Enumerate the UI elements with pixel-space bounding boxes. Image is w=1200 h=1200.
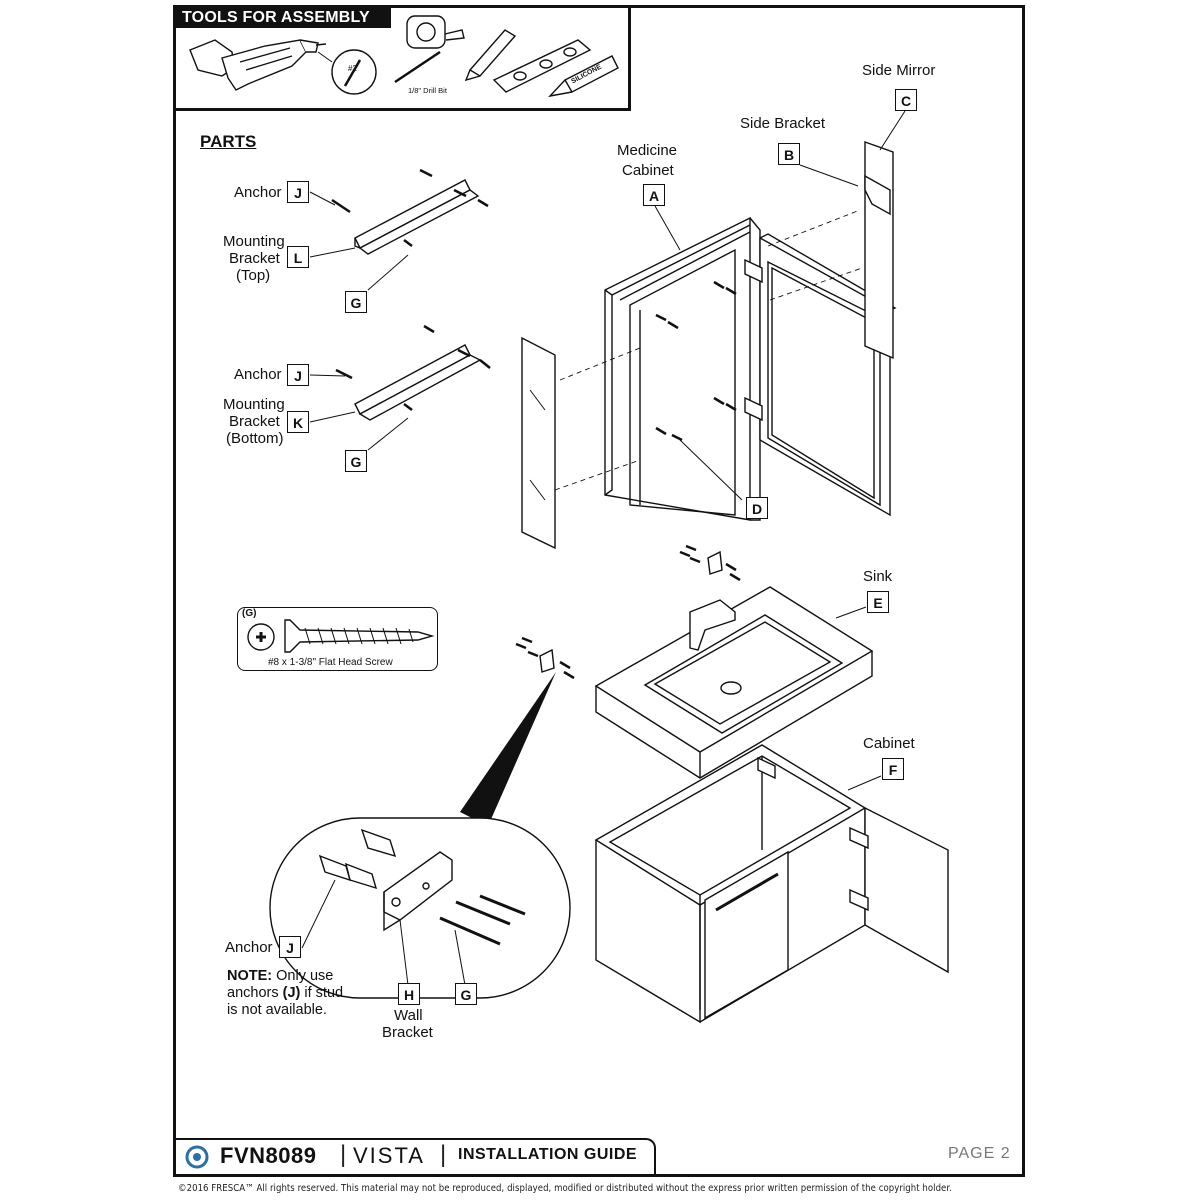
anchor-label-bottom: Anchor [234,366,282,383]
side-bracket-label: Side Bracket [740,115,826,132]
part-f-tag: F [882,758,904,780]
page-number: PAGE 2 [948,1145,1011,1162]
mounting-bottom-line3: (Bottom) [226,430,284,447]
cabinet-label: Cabinet [863,735,915,752]
tools-title: TOOLS FOR ASSEMBLY [176,8,391,28]
part-a-tag: A [643,184,665,206]
footer-guide-title: INSTALLATION GUIDE [458,1146,638,1163]
part-j-tag-bottom: J [287,364,309,386]
anchor-label-detail: Anchor [225,939,273,956]
tools-panel [176,8,631,111]
page-frame [173,5,1025,1177]
part-g-tag-bottom: G [345,450,367,472]
mounting-bottom-line2: Bracket [229,413,280,430]
part-g-tag-detail: G [455,983,477,1005]
wall-bracket-line1: Wall [394,1007,423,1024]
fresca-logo [185,1145,209,1169]
pencil-icon [464,29,517,82]
vanity-cabinet-drawing [594,744,949,1024]
part-h-tag: H [398,983,420,1005]
medicine-label-line2: Cabinet [622,162,674,179]
mounting-bottom-line1: Mounting [223,396,285,413]
mounting-top-line3: (Top) [236,267,271,284]
copyright-notice: ©2016 FRESCA™ All rights reserved. This … [178,1183,952,1194]
drill-icon [189,39,327,91]
part-b-tag: B [778,143,800,165]
note-line2c: if stud [300,985,344,1001]
medicine-label-line1: Medicine [617,142,678,159]
drill-bit-label: 1/8" Drill Bit [408,86,447,95]
sink-drawing [515,544,874,779]
sink-label: Sink [863,568,893,585]
drill-bit-icon [394,50,441,84]
footer-series: VISTA [353,1143,425,1168]
screw-tag: (G) [242,608,257,619]
mounting-top-line2: Bracket [229,250,280,267]
mounting-top-line1: Mounting [223,233,285,250]
medicine-cabinet-drawing [554,209,897,521]
footer-bar [176,1138,656,1174]
anchor-label-top: Anchor [234,184,282,201]
part-l-tag: L [287,246,309,268]
wall-bracket-line2: Bracket [382,1024,433,1041]
note-bold: NOTE: [227,968,273,984]
screw-detail-drawing [247,619,435,653]
note-line3: is not available. [227,1002,327,1018]
screwdriver-bit-icon [317,49,377,95]
side-mirror-drawing [864,141,894,360]
mounting-bracket-top [331,168,489,255]
footer-separator-2: | [440,1141,447,1168]
screw-label: #8 x 1-3/8" Flat Head Screw [268,657,393,668]
mirror-panel-drawing [521,336,556,550]
leader-lines-parts [309,191,409,451]
leader-lines-cabinet [654,110,906,501]
part-d-tag: D [746,497,768,519]
side-mirror-label: Side Mirror [862,62,936,79]
leader-lines-vanity [847,775,882,791]
part-c-tag: C [895,89,917,111]
part-j-tag-detail: J [279,936,301,958]
part-e-tag: E [867,591,889,613]
note-line1: Only use [272,968,334,984]
tape-measure-icon [406,15,465,49]
mounting-bracket-bottom [335,324,491,421]
leader-lines-sink [835,606,867,619]
part-j-tag-top: J [287,181,309,203]
part-g-tag-top: G [345,291,367,313]
note-line2a: anchors [227,985,283,1001]
bit-tag: #2 [348,64,357,73]
footer-separator-1: | [340,1141,347,1168]
silicone-tube-icon [548,55,619,98]
level-icon [492,39,592,93]
leader-lines-bracket [301,879,466,986]
screw-detail-box [237,607,438,671]
note-text: NOTE: Only use anchors (J) if stud is no… [227,968,343,1019]
wall-bracket-detail [269,672,571,999]
footer-model: FVN8089 [220,1143,317,1168]
note-line2b: (J) [282,985,301,1001]
part-k-tag: K [287,411,309,433]
parts-title: PARTS [200,132,257,151]
